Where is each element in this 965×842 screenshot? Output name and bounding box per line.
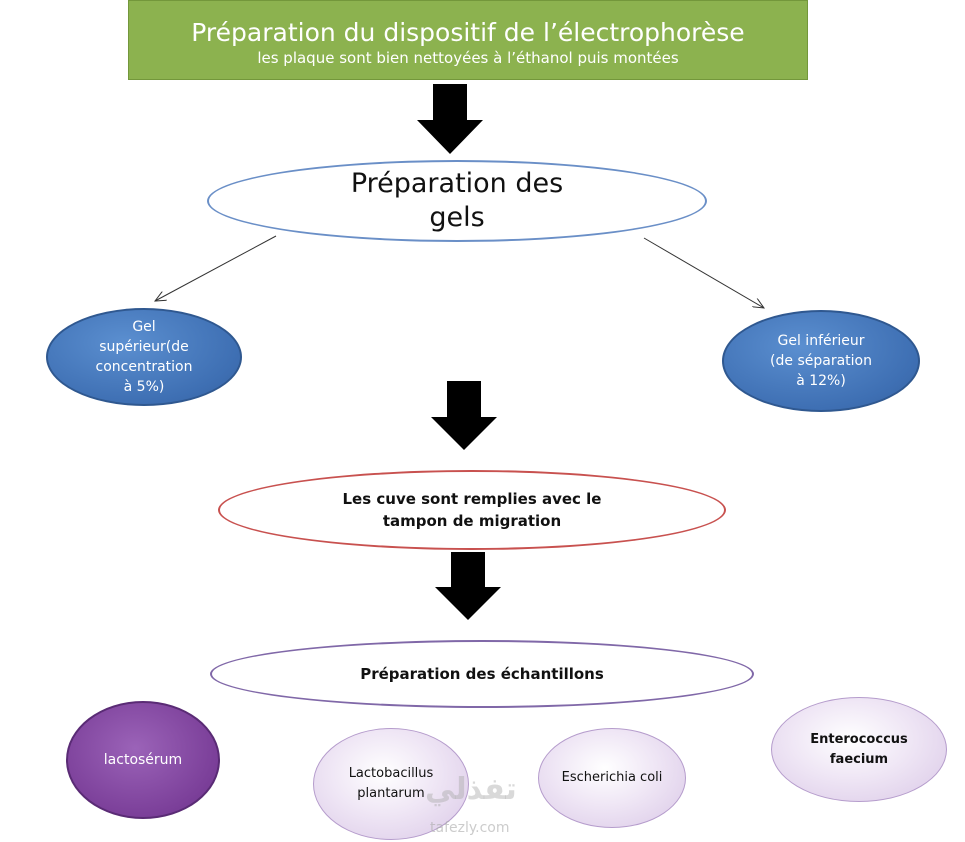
ecoli-node: Escherichia coli: [538, 728, 686, 828]
entero-line2: faecium: [829, 751, 889, 767]
gel-sup-line1: Gel: [132, 319, 156, 335]
title-box: Préparation du dispositif de l’électroph…: [128, 0, 808, 80]
lactoserum-node: lactosérum: [66, 701, 220, 819]
title-main: Préparation du dispositif de l’électroph…: [191, 18, 745, 47]
entero-line1: Enterococcus: [810, 731, 908, 747]
down-arrow-3: [435, 552, 501, 620]
gel-sup-line3: concentration: [95, 359, 193, 375]
gel-inf-line2: (de séparation: [770, 353, 872, 369]
down-arrow-2: [431, 381, 497, 450]
gel-sup-line2: supérieur(de: [99, 339, 189, 355]
gel-inf-line3: à 12%): [796, 373, 846, 389]
gels-preparation-node: Préparation des gels: [207, 160, 707, 242]
lactoserum-label: lactosérum: [103, 752, 183, 768]
gels-line1: Préparation des: [350, 168, 564, 199]
tampon-node: Les cuve sont remplies avec le tampon de…: [218, 470, 726, 550]
gel-inf-line1: Gel inférieur: [777, 333, 865, 349]
enterococcus-node: Enterococcus faecium: [771, 697, 947, 802]
tampon-line1: Les cuve sont remplies avec le: [342, 490, 602, 508]
lactobacillus-line1: Lactobacillus: [348, 766, 434, 781]
tampon-label: Les cuve sont remplies avec le tampon de…: [343, 488, 602, 532]
watermark-arabic: تفذلي: [425, 772, 517, 807]
tampon-line2: tampon de migration: [382, 512, 562, 530]
gels-preparation-label: Préparation des gels: [351, 167, 563, 235]
connector-left: [155, 235, 277, 301]
gels-line2: gels: [429, 202, 485, 233]
watermark-latin: tafezly.com: [430, 820, 510, 836]
gel-inferieur-node: Gel inférieur (de séparation à 12%): [722, 310, 920, 412]
echantillons-node: Préparation des échantillons: [210, 640, 754, 708]
lactobacillus-node: Lactobacillus plantarum: [313, 728, 469, 840]
connector-right: [643, 237, 764, 308]
down-arrow-1: [417, 84, 483, 154]
ecoli-label: Escherichia coli: [561, 770, 663, 785]
gel-sup-line4: à 5%): [123, 379, 165, 395]
lactobacillus-line2: plantarum: [357, 786, 425, 801]
gel-superieur-node: Gel supérieur(de concentration à 5%): [46, 308, 242, 406]
title-subtitle: les plaque sont bien nettoyées à l’éthan…: [257, 49, 679, 67]
enterococcus-label: Enterococcus faecium: [810, 730, 908, 770]
echantillons-label: Préparation des échantillons: [360, 665, 604, 683]
